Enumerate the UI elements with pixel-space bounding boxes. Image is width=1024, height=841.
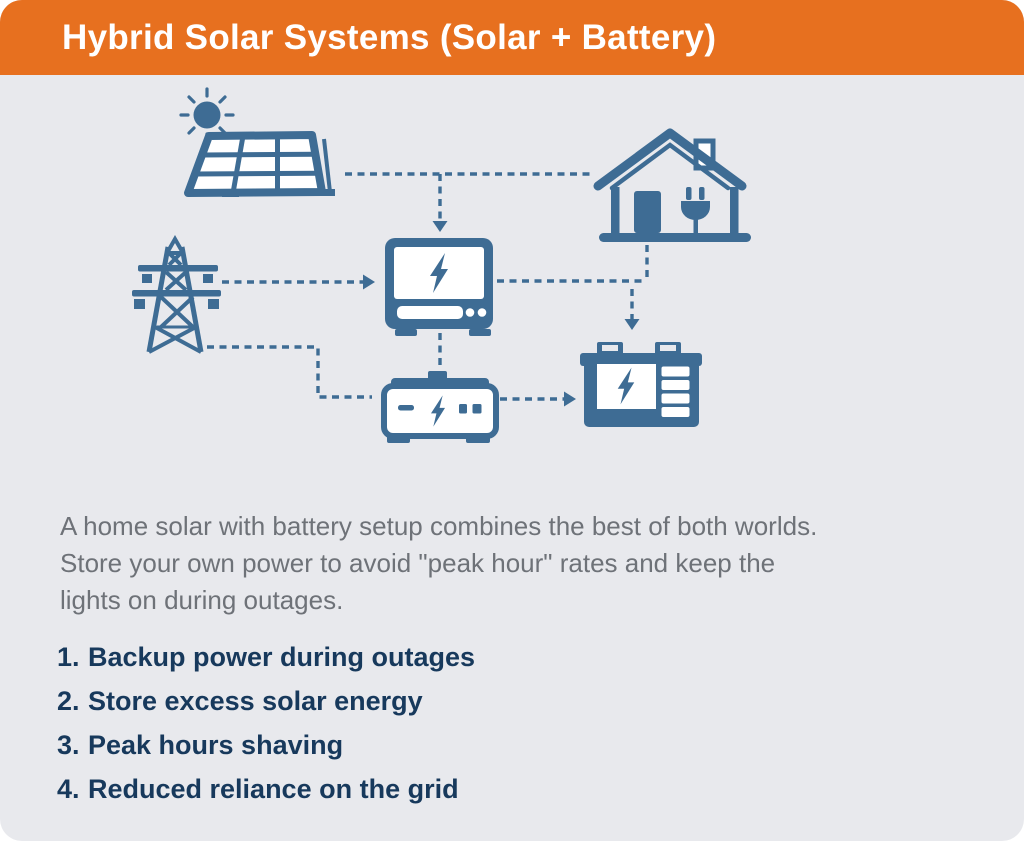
connection-lines [207, 172, 649, 407]
list-item-number: 4. [57, 774, 80, 804]
list-item: 1. Backup power during outages [57, 642, 476, 672]
list-item-label: Reduced reliance on the grid [88, 774, 459, 804]
description-line: lights on during outages. [60, 585, 344, 615]
list-item-label: Peak hours shaving [88, 730, 344, 760]
list-item-number: 1. [57, 642, 80, 672]
description-paragraph: A home solar with battery setup combines… [60, 508, 980, 619]
list-item-label: Store excess solar energy [88, 686, 423, 716]
list-item-number: 2. [57, 686, 80, 716]
list-item: 3. Peak hours shaving [57, 730, 475, 760]
benefits-list: 1. Backup power during outages 2. Store … [57, 642, 475, 818]
transmission-tower-icon [132, 234, 221, 354]
generator-icon [381, 371, 499, 443]
description-line: Store your own power to avoid "peak hour… [60, 548, 776, 578]
list-item: 2. Store excess solar energy [57, 686, 475, 716]
header-bar: Hybrid Solar Systems (Solar + Battery) [0, 0, 1024, 75]
list-item-number: 3. [57, 730, 80, 760]
solar-panel-icon [184, 131, 335, 197]
house-icon [593, 128, 751, 242]
list-item-label: Backup power during outages [88, 642, 476, 672]
list-item: 4. Reduced reliance on the grid [57, 774, 475, 804]
plug-icon [681, 187, 710, 233]
page-title: Hybrid Solar Systems (Solar + Battery) [62, 17, 717, 57]
battery-icon [580, 342, 702, 427]
description-line: A home solar with battery setup combines… [60, 511, 818, 541]
inverter-icon [385, 238, 493, 336]
hybrid-solar-diagram [132, 87, 751, 443]
